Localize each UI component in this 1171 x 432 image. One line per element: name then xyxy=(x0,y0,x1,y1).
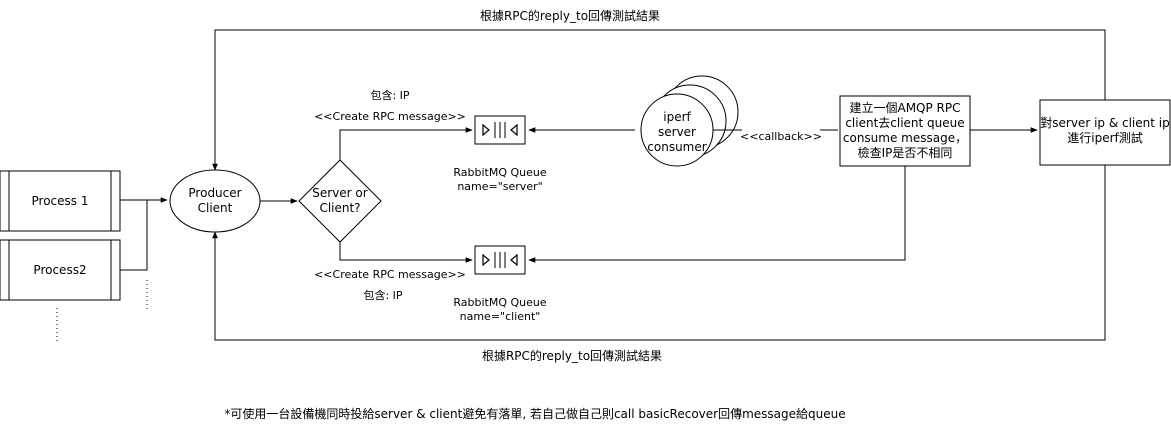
process-1-box: Process 1 xyxy=(0,170,121,232)
callback-label-bg xyxy=(742,129,820,143)
top-loop-label: 根據RPC的reply_to回傳測試結果 xyxy=(480,8,660,23)
producer-client-node: Producer Client xyxy=(169,169,261,233)
producer-label-line2: Client xyxy=(198,201,233,215)
server-queue-label-line1: RabbitMQ Queue xyxy=(453,166,546,179)
process-2-box: Process2 xyxy=(0,239,121,301)
client-queue-icon xyxy=(474,245,526,275)
decision-server-or-client: Server or Client? xyxy=(298,159,382,243)
check-box-line1: 建立一個AMQP RPC xyxy=(849,100,960,115)
process-2-connector xyxy=(120,200,148,271)
decision-label-line1: Server or xyxy=(312,186,368,200)
decision-to-server-queue-arrow xyxy=(339,127,473,160)
upper-contains-ip: 包含: IP xyxy=(370,88,409,102)
lower-contains-ip: 包含: IP xyxy=(363,288,402,302)
bottom-loop-label: 根據RPC的reply_to回傳測試結果 xyxy=(482,348,662,363)
consumer-label-line3: consumer xyxy=(647,140,706,154)
client-queue-label-line1: RabbitMQ Queue xyxy=(453,296,546,309)
test-box-line1: 對server ip & client ip xyxy=(1040,116,1169,130)
check-to-client-queue-arrow xyxy=(528,166,906,263)
consumer-label-line1: iperf xyxy=(663,110,691,124)
server-queue-icon xyxy=(474,115,526,145)
check-ip-box: 建立一個AMQP RPC client去client queue consume… xyxy=(839,95,971,167)
upper-create-rpc-message: <<Create RPC message>> xyxy=(314,110,466,123)
process-1-label: Process 1 xyxy=(32,194,89,208)
client-queue-label-line2: name="client" xyxy=(460,310,541,323)
bottom-reply-loop xyxy=(212,165,1106,341)
producer-label-line1: Producer xyxy=(188,186,241,200)
top-reply-loop xyxy=(212,29,1106,171)
decision-label-line2: Client? xyxy=(319,201,360,215)
check-box-line4: 檢查IP是否不相同 xyxy=(858,145,953,160)
lower-create-rpc-message: <<Create RPC message>> xyxy=(314,268,466,281)
server-queue-label-line2: name="server" xyxy=(457,180,542,193)
callback-label: <<callback>> xyxy=(740,130,822,143)
footnote: *可使用一台設備機同時投給server & client避免有落單, 若自己做自… xyxy=(224,406,845,421)
consumer-label-line2: server xyxy=(658,125,696,139)
decision-to-client-queue-arrow xyxy=(339,242,473,263)
test-box-line2: 進行iperf測試 xyxy=(1067,130,1143,145)
process-2-label: Process2 xyxy=(33,263,86,277)
iperf-test-box: 對server ip & client ip 進行iperf測試 xyxy=(1039,99,1171,166)
check-box-line3: consume message， xyxy=(843,131,967,145)
check-box-line2: client去client queue xyxy=(845,116,964,130)
iperf-server-consumer-node: iperf server consumer xyxy=(640,75,739,167)
